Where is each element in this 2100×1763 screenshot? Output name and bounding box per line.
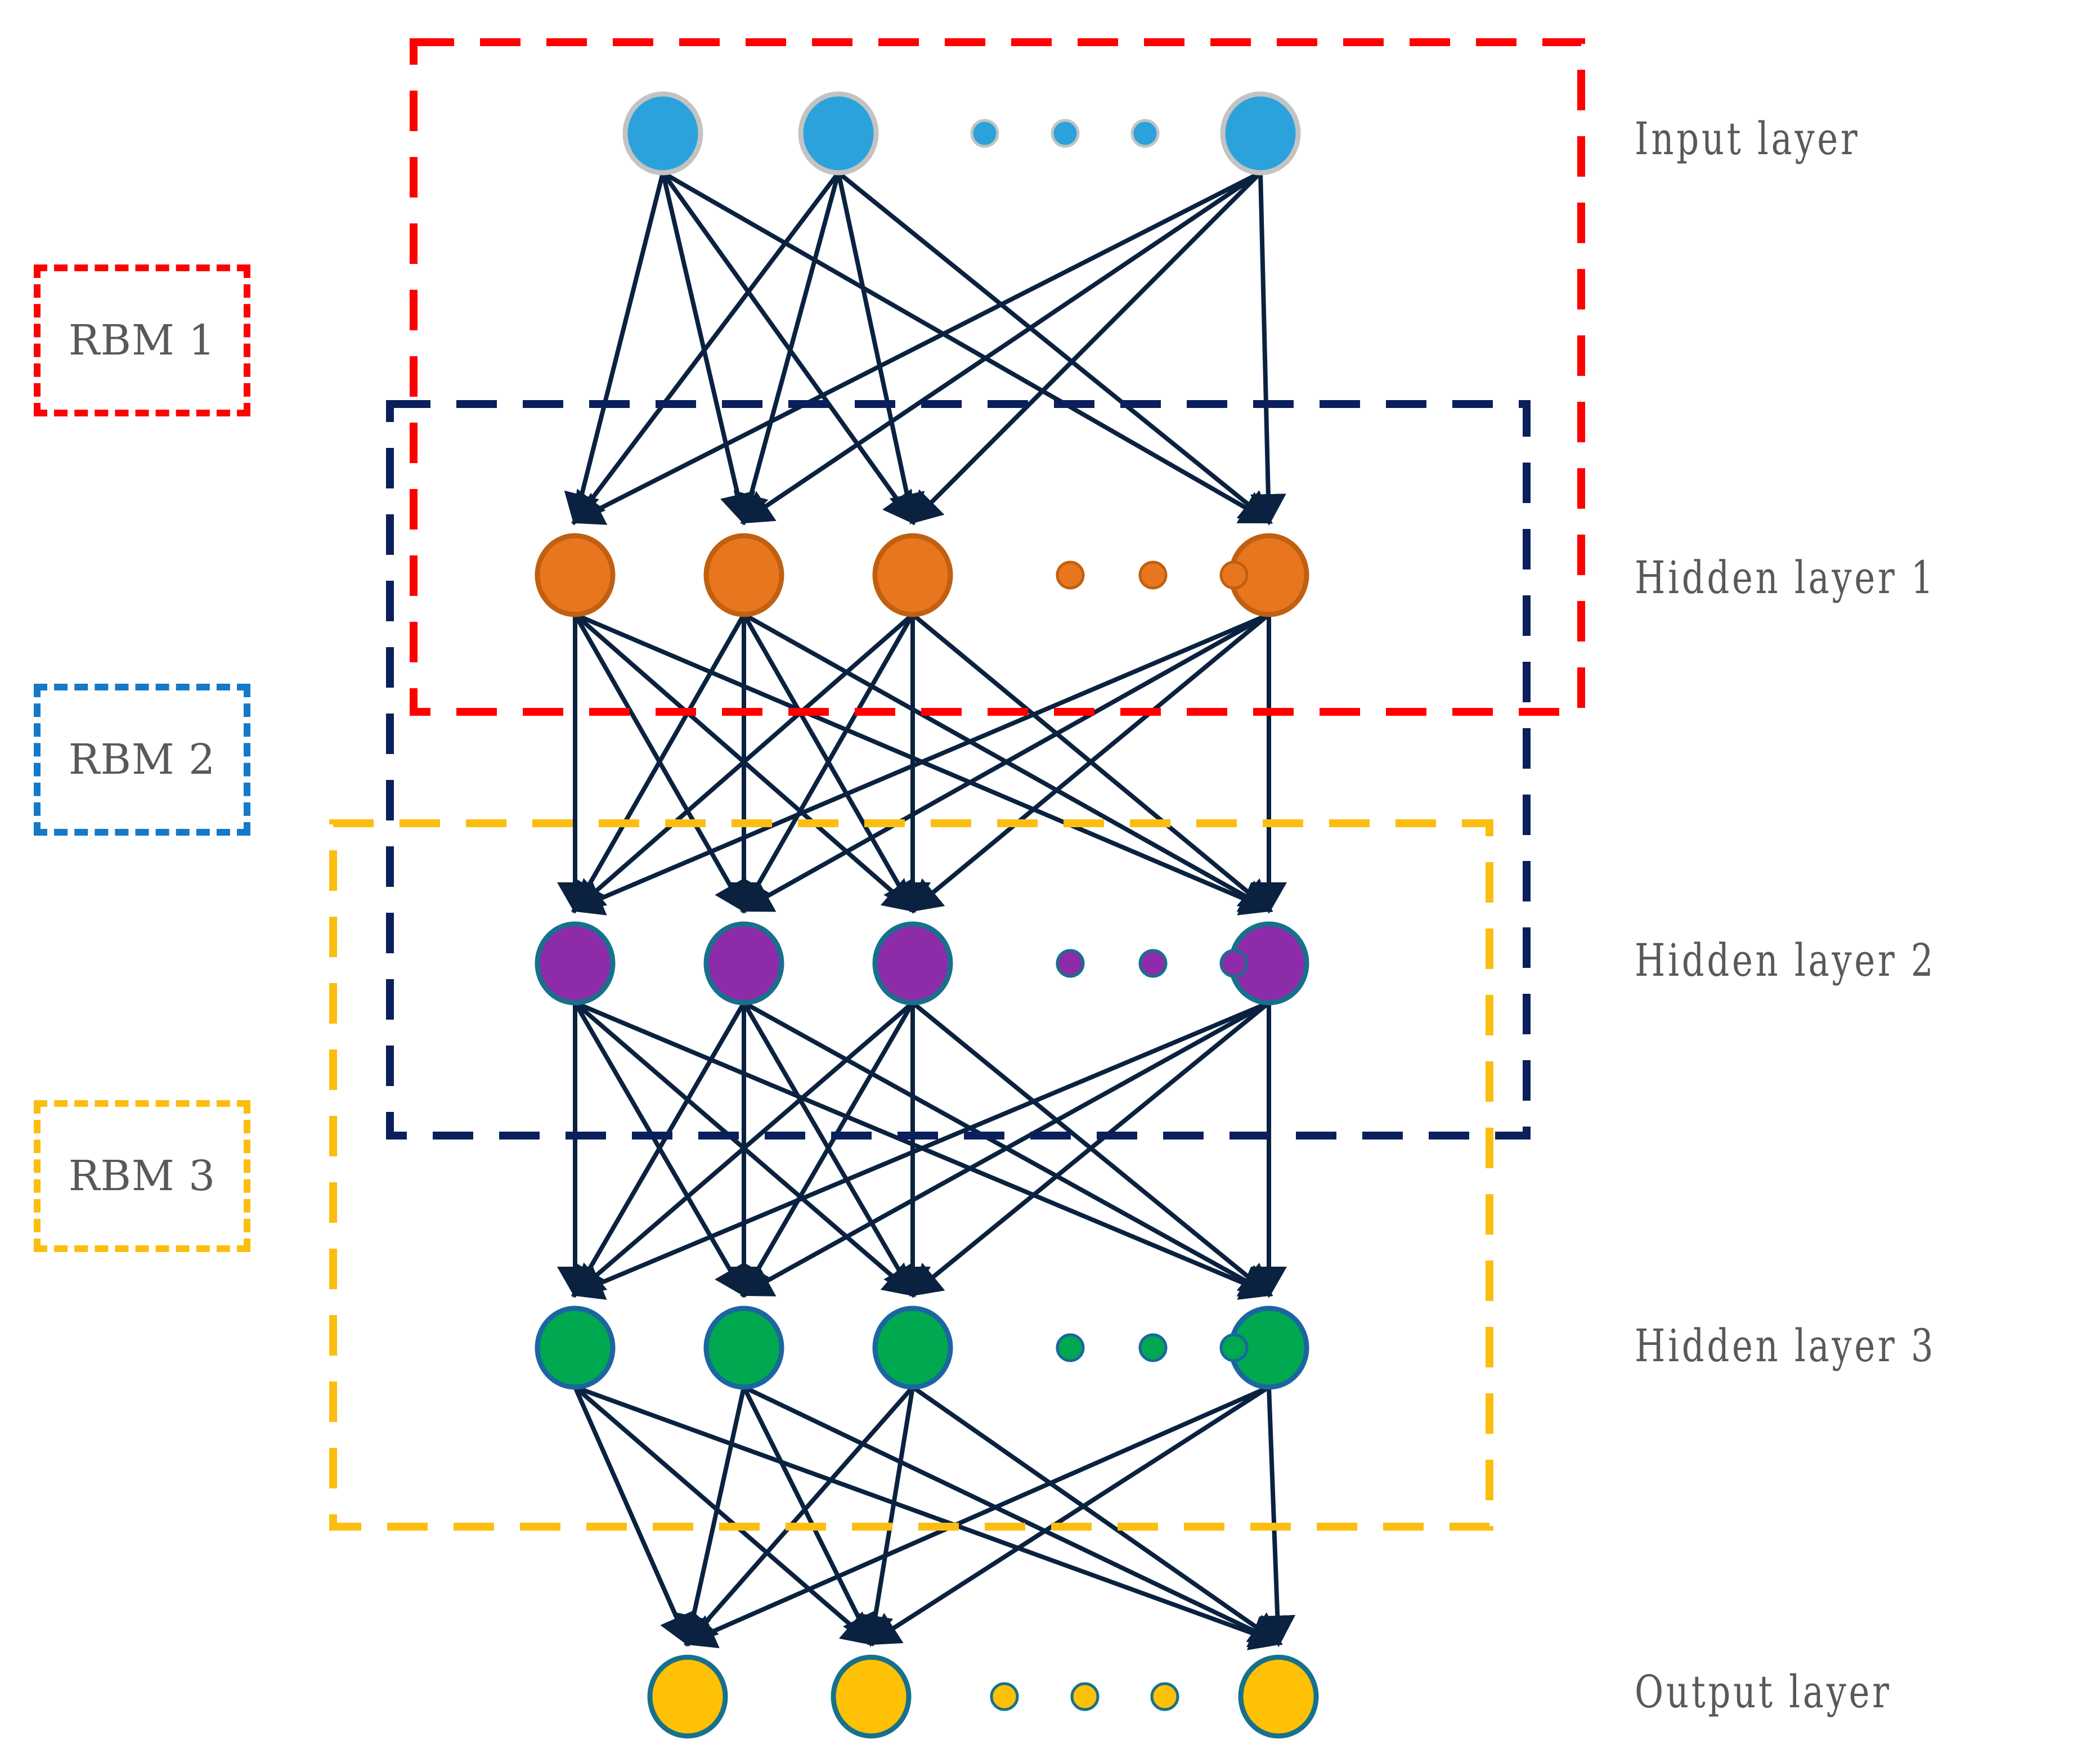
edge-hidden3-to-output (573, 1385, 875, 1646)
edge-hidden1-to-hidden2 (573, 613, 746, 913)
edge-input-to-hidden1 (662, 171, 1273, 523)
node-hidden2-3[interactable] (872, 921, 953, 1006)
ellipsis-dot-hidden3-2 (1138, 1333, 1168, 1362)
edge-hidden3-to-output (1259, 1387, 1296, 1647)
edge-hidden2-to-hidden3 (571, 1001, 1270, 1300)
legend-box-rbm1[interactable]: RBM 1 (34, 264, 250, 416)
ellipsis-dot-hidden1-2 (1138, 560, 1168, 590)
ellipsis-dot-input-3 (1130, 119, 1160, 148)
edge-hidden2-to-hidden3 (740, 1001, 1270, 1297)
ellipsis-dot-hidden2-1 (1056, 949, 1085, 978)
rbm2-region (386, 400, 1531, 1140)
edge-input-to-hidden1 (564, 172, 665, 526)
node-input-1[interactable] (622, 91, 703, 176)
edge-hidden3-to-output (683, 1385, 1270, 1648)
edge-input-to-hidden1 (661, 172, 756, 526)
edge-hidden3-to-output (911, 1385, 1282, 1645)
nodes-group (535, 91, 1319, 1739)
layer-label-input: Input layer (1635, 113, 1860, 165)
edge-hidden2-to-hidden3 (572, 1001, 746, 1298)
ellipsis-dot-output-2 (1070, 1682, 1100, 1711)
edges-group (557, 171, 1296, 1650)
legend-box-rbm2[interactable]: RBM 2 (34, 684, 250, 836)
ellipsis-dot-hidden3-3 (1219, 1333, 1249, 1362)
ellipsis-dot-hidden2-3 (1219, 949, 1249, 978)
edge-hidden3-to-output (858, 1387, 915, 1647)
node-hidden3-2[interactable] (703, 1306, 784, 1390)
edge-input-to-hidden1 (836, 172, 925, 526)
ellipsis-dot-hidden1-3 (1219, 560, 1249, 590)
edge-hidden3-to-output (573, 1386, 693, 1647)
ellipsis-dot-hidden1-1 (1056, 560, 1085, 590)
edge-hidden3-to-output (676, 1387, 746, 1647)
ellipsis-dot-hidden2-2 (1138, 949, 1168, 978)
legend-label-rbm3: RBM 3 (68, 1152, 216, 1200)
edge-hidden3-to-output (742, 1386, 876, 1647)
edge-hidden1-to-hidden2 (909, 612, 1271, 913)
rbm1-region (410, 38, 1585, 716)
node-hidden1-3[interactable] (872, 533, 953, 617)
ellipsis-dot-input-2 (1051, 119, 1080, 148)
node-input-3[interactable] (1220, 91, 1301, 176)
node-hidden2-1[interactable] (535, 921, 616, 1006)
node-hidden1-2[interactable] (703, 533, 784, 617)
edge-hidden3-to-output (867, 1385, 1271, 1645)
edge-hidden2-to-hidden3 (909, 1001, 1271, 1297)
layer-label-hidden-2: Hidden layer 2 (1635, 934, 1936, 986)
node-hidden1-1[interactable] (535, 533, 616, 617)
legend-label-rbm1: RBM 1 (68, 316, 216, 365)
edge-input-to-hidden1 (661, 171, 916, 525)
edge-hidden3-to-output (574, 1385, 1283, 1650)
edge-hidden1-to-hidden2 (742, 613, 915, 913)
edge-hidden3-to-output (684, 1385, 915, 1647)
edge-hidden2-to-hidden3 (571, 1001, 914, 1297)
edge-input-to-hidden1 (571, 171, 1262, 525)
ellipsis-dot-output-1 (990, 1682, 1019, 1711)
edge-hidden1-to-hidden2 (571, 612, 914, 913)
layer-label-hidden-3: Hidden layer 3 (1635, 1320, 1936, 1372)
node-hidden3-3[interactable] (872, 1306, 953, 1390)
edge-hidden2-to-hidden3 (741, 1001, 915, 1298)
node-hidden3-1[interactable] (535, 1306, 616, 1390)
edge-hidden1-to-hidden2 (740, 612, 1270, 912)
edge-input-to-hidden1 (733, 172, 841, 526)
node-output-1[interactable] (647, 1654, 728, 1739)
ellipsis-dot-input-1 (970, 119, 999, 148)
layer-label-output: Output layer (1635, 1666, 1892, 1718)
legend-label-rbm2: RBM 2 (68, 735, 216, 784)
edge-input-to-hidden1 (909, 171, 1262, 524)
edge-input-to-hidden1 (740, 171, 1262, 524)
edge-hidden1-to-hidden2 (571, 612, 1270, 916)
ellipsis-dot-output-3 (1150, 1682, 1179, 1711)
layer-label-hidden-1: Hidden layer 1 (1635, 551, 1936, 604)
edge-hidden3-to-output (743, 1385, 1283, 1648)
edge-input-to-hidden1 (572, 171, 841, 525)
region-boxes-group (329, 38, 1585, 1531)
edge-input-to-hidden1 (1250, 172, 1286, 526)
node-input-2[interactable] (798, 91, 879, 176)
ellipsis-dot-hidden3-1 (1056, 1333, 1085, 1362)
edge-input-to-hidden1 (837, 171, 1273, 524)
node-hidden2-2[interactable] (703, 921, 784, 1006)
node-output-2[interactable] (831, 1654, 912, 1739)
node-output-3[interactable] (1238, 1654, 1319, 1739)
legend-box-rbm3[interactable]: RBM 3 (34, 1100, 250, 1252)
